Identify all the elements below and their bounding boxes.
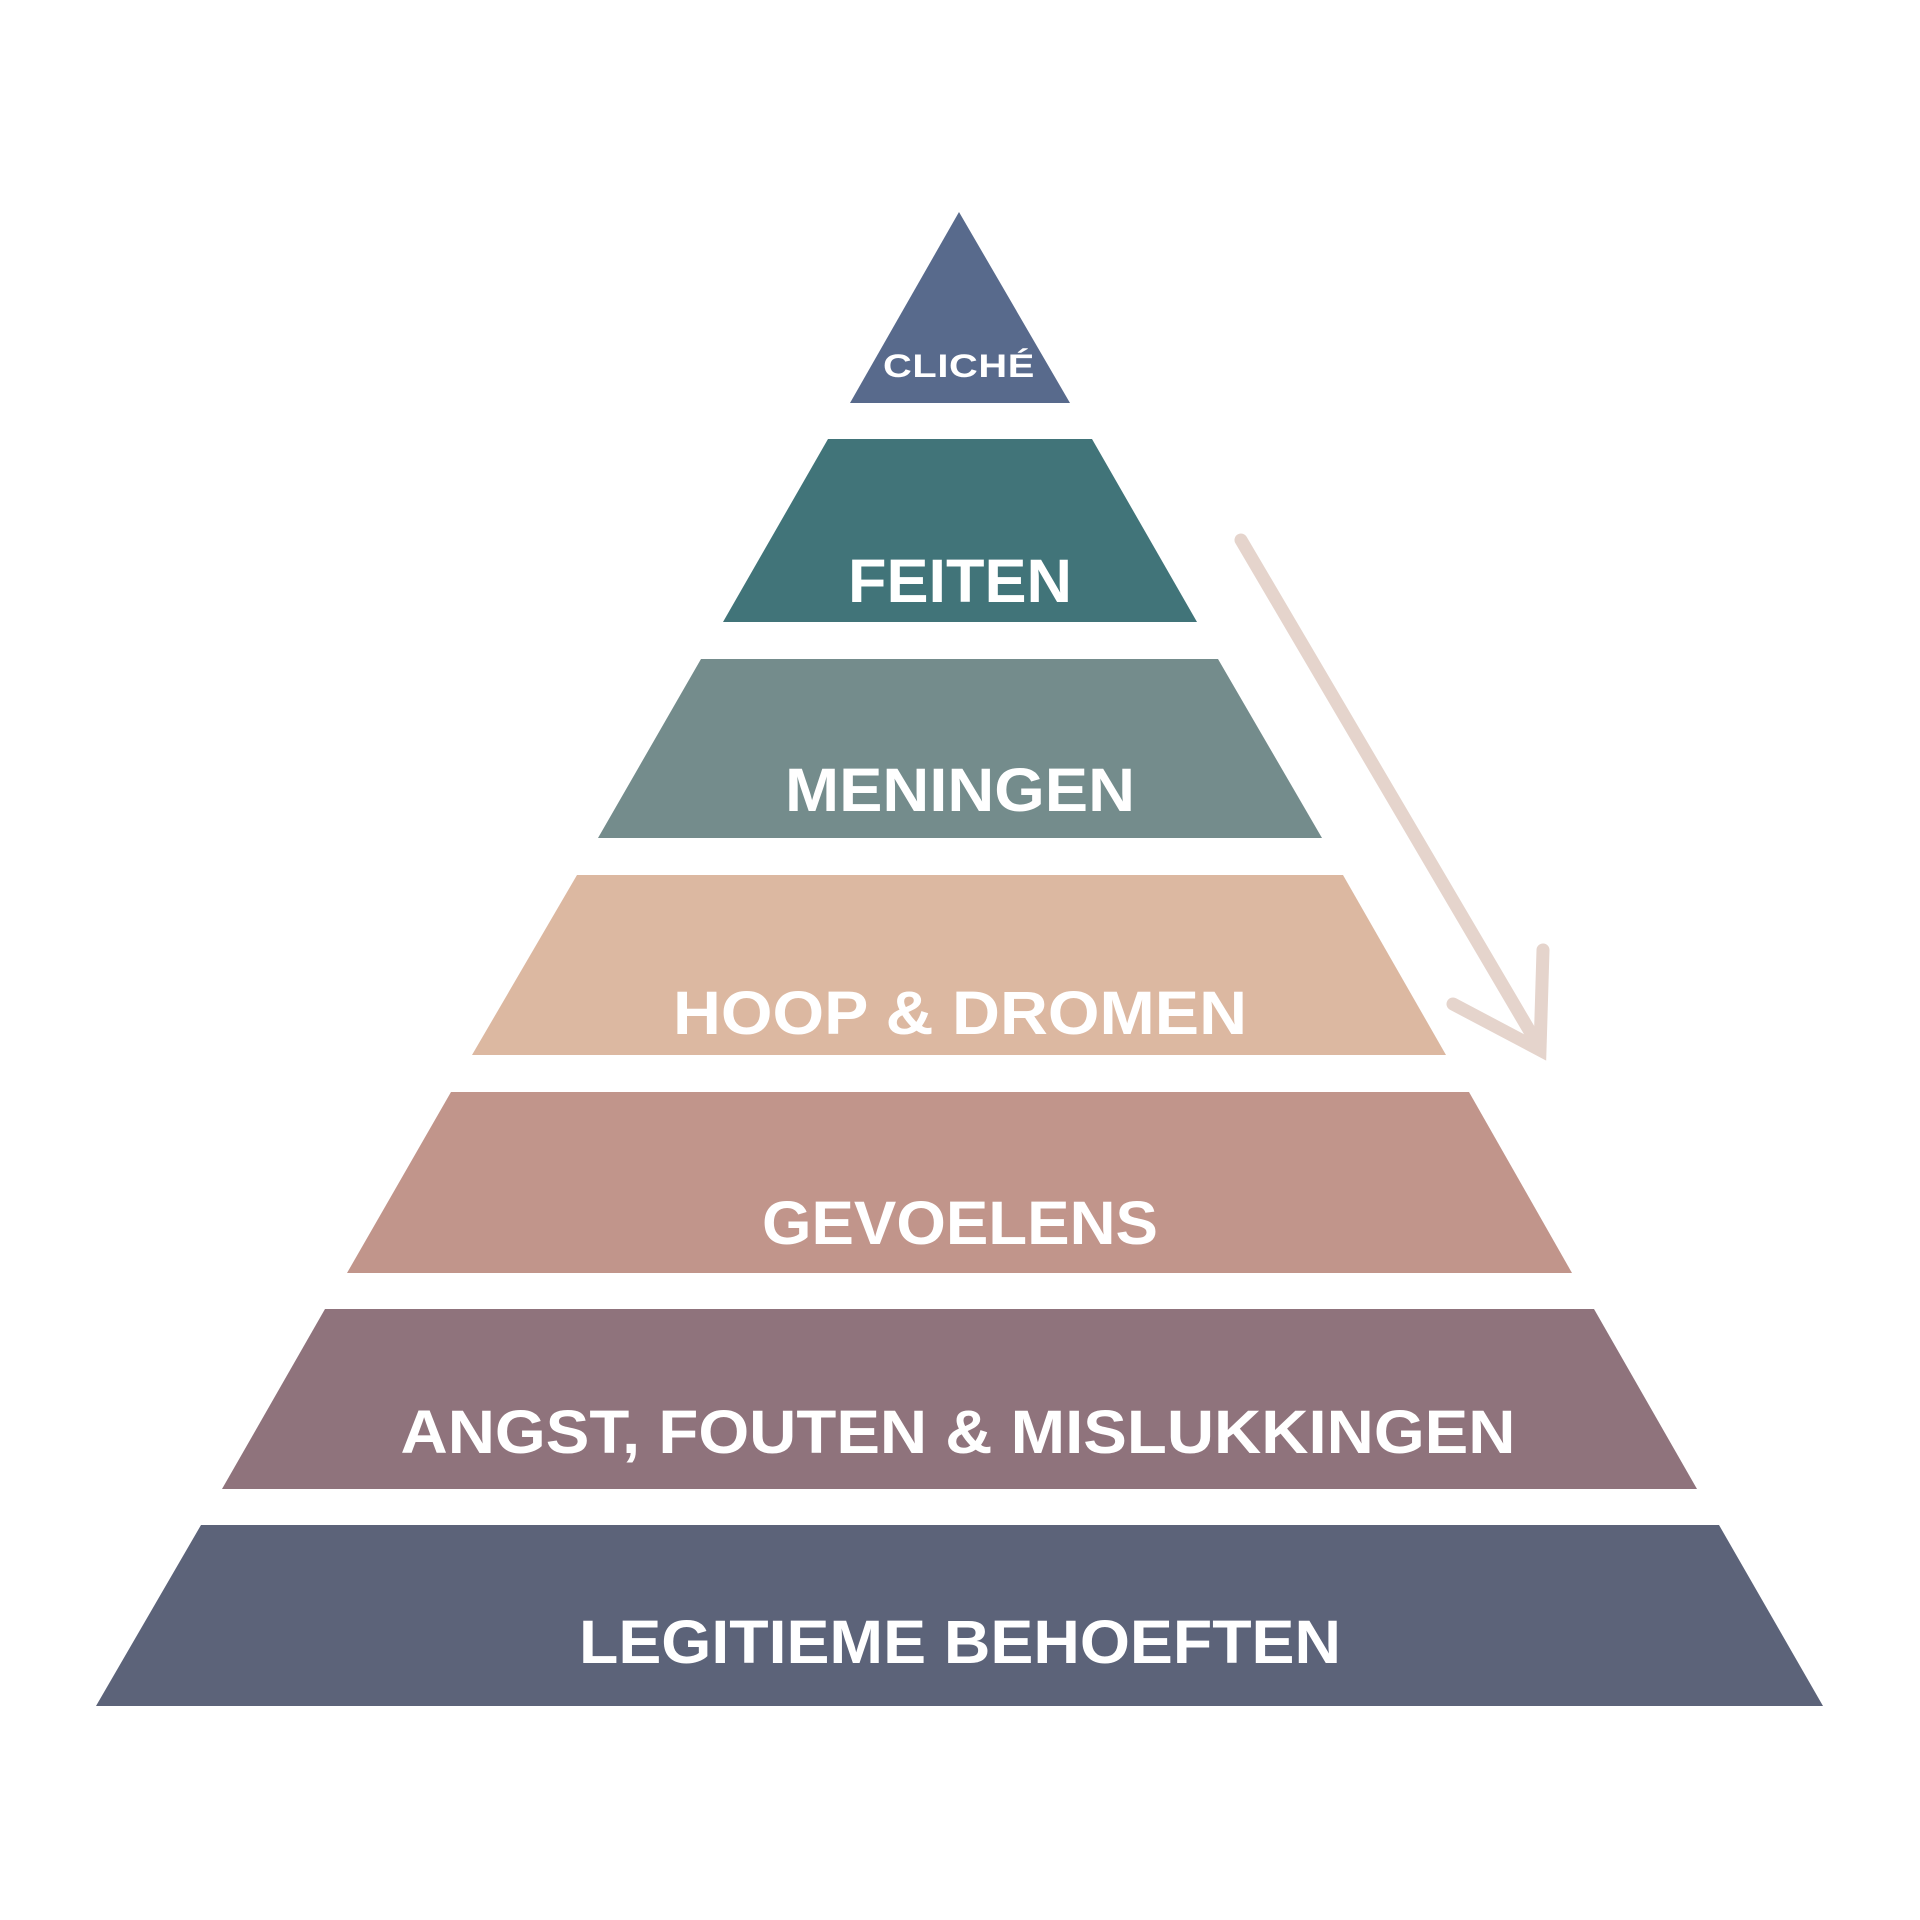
layer-label: MENINGEN [785, 756, 1135, 824]
layer-shape [222, 1309, 1697, 1489]
pyramid-layer-hoop-dromen: HOOP & DROMEN [472, 875, 1446, 1055]
pyramid-layer-gevoelens: GEVOELENS [347, 1092, 1572, 1273]
arrow-down-right-icon [1234, 533, 1550, 1061]
layer-shape [96, 1525, 1823, 1706]
pyramid-layer-cliche: CLICHÉ [850, 212, 1070, 403]
layer-shape [850, 212, 1070, 403]
layer-label: CLICHÉ [883, 348, 1035, 384]
layer-shape [347, 1092, 1572, 1273]
layer-label: LEGITIEME BEHOEFTEN [579, 1608, 1341, 1676]
pyramid-layer-meningen: MENINGEN [598, 659, 1322, 838]
layer-shape [598, 659, 1322, 838]
arrow-head [1446, 943, 1550, 1061]
layer-label: HOOP & DROMEN [673, 979, 1247, 1047]
arrow-shaft [1234, 533, 1539, 1042]
layer-label: GEVOELENS [762, 1189, 1158, 1257]
layer-label: ANGST, FOUTEN & MISLUKKINGEN [401, 1398, 1516, 1466]
pyramid-layer-legitieme-behoeften: LEGITIEME BEHOEFTEN [96, 1525, 1823, 1706]
pyramid-layer-feiten: FEITEN [723, 439, 1197, 622]
layer-label: FEITEN [848, 547, 1072, 615]
pyramid-layer-angst-fouten-mislukkingen: ANGST, FOUTEN & MISLUKKINGEN [222, 1309, 1697, 1489]
layer-shape [723, 439, 1197, 622]
layer-shape [472, 875, 1446, 1055]
